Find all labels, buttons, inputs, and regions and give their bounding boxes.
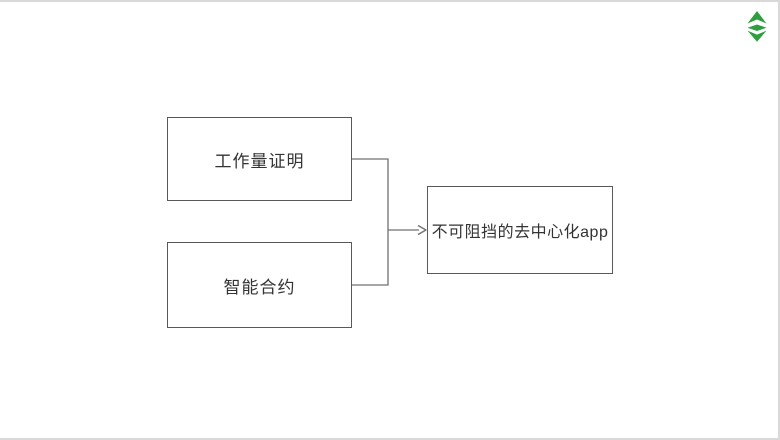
- node-smart-contract-label: 智能合约: [223, 277, 296, 297]
- node-decentralized-app: 不可阻挡的去中心化app: [427, 186, 613, 274]
- node-proof-of-work-label: 工作量证明: [214, 151, 305, 171]
- node-decentralized-app-label: 不可阻挡的去中心化app: [431, 224, 609, 241]
- node-proof-of-work: 工作量证明: [167, 117, 352, 201]
- node-smart-contract: 智能合约: [167, 242, 352, 328]
- ethereum-classic-logo-icon: [747, 11, 767, 42]
